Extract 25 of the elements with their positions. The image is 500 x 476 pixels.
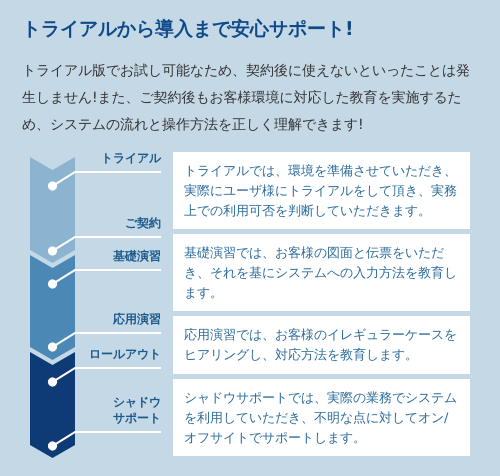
description-card <box>173 234 470 311</box>
leader-line <box>48 332 161 352</box>
description-text: トライアルでは、環境を準備させていただき、実際にユーザ様にトライアルをして頂き、実務上での利用可否を判断していただきます。 <box>184 163 458 221</box>
stage-label: 基礎演習 <box>113 248 161 264</box>
description-text: シャドウサポートでは、実際の業務でシステムを利用していただき、不明な点に対してオン/オフサイトでサポートします。 <box>184 390 458 448</box>
stage-label: ロールアウト <box>89 346 161 362</box>
description-text: 応用演習では、お客様のイレギュラーケースをヒアリングし、対応方法を教育します。 <box>184 327 458 365</box>
chevron-segment <box>30 157 75 263</box>
chevron-segment <box>30 352 75 458</box>
description-card <box>173 152 470 229</box>
description-text: 基礎演習では、お客様の図面と伝票をいただき、それを基にシステムへの入力方法を教育します。 <box>184 245 458 303</box>
description-card <box>173 379 470 456</box>
leader-line <box>48 431 161 451</box>
leader-line <box>48 171 161 191</box>
chevron-segment <box>30 255 75 360</box>
leader-line <box>48 367 161 387</box>
intro-paragraph: トライアル版でお試し可能なため、契約後に使えないといったことは発生しません!また、ご契約後もお客様環境に対応した教育を実施するため、システムの流れと操作方法を正しく理解できます! <box>22 62 471 135</box>
stage-label: ご契約 <box>125 215 161 231</box>
title: トライアルから導入まで安心サポート! <box>22 17 354 42</box>
leader-line <box>48 269 161 289</box>
leader-line <box>48 236 161 256</box>
stage-label: シャドウサポート <box>111 394 161 426</box>
stage-label: トライアル <box>101 150 161 166</box>
stage-label: 応用演習 <box>113 311 161 327</box>
description-card <box>173 316 470 374</box>
